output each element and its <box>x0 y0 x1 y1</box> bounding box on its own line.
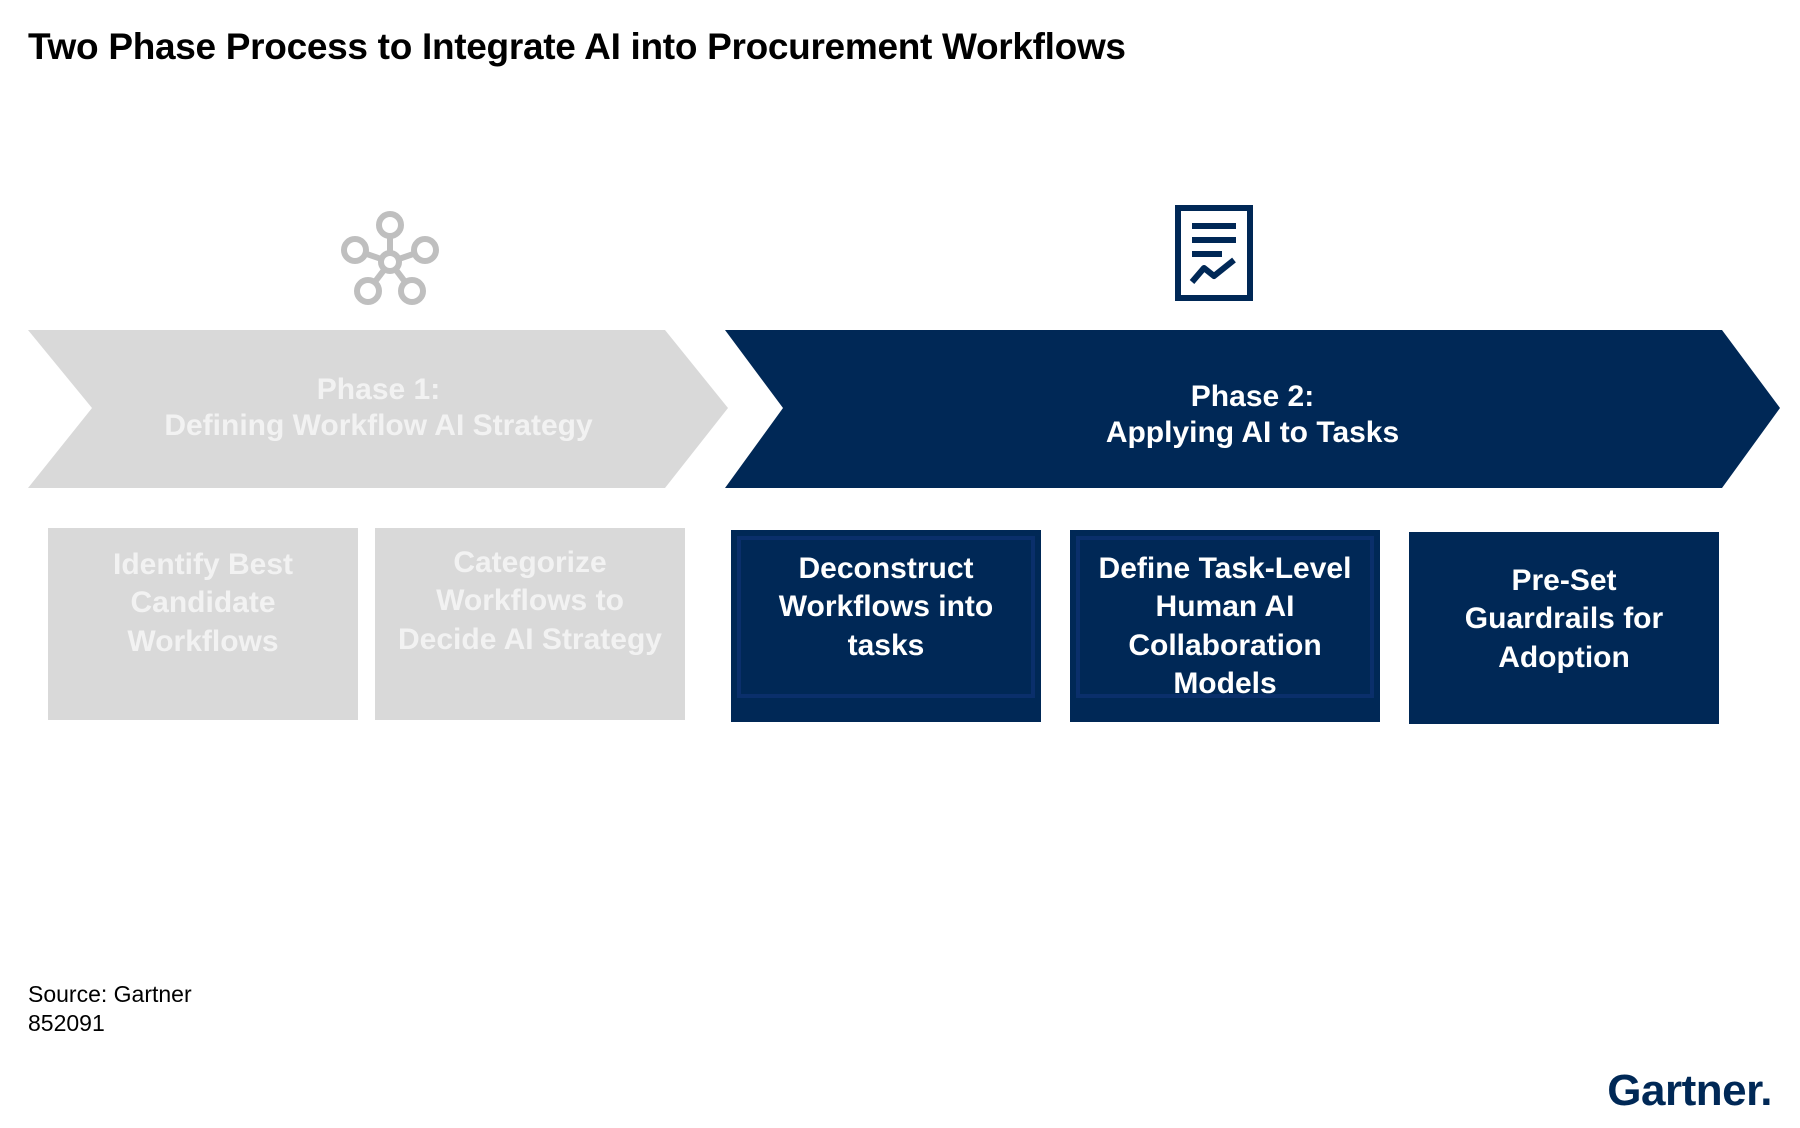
step-deconstruct-workflows: Deconstruct Workflows into tasks <box>731 530 1041 722</box>
phase-2-title: Phase 2: <box>1190 380 1315 413</box>
step-label: Pre-Set Guardrails for Adoption <box>1464 564 1664 674</box>
phase-1-label: Phase 1: Defining Workflow AI Strategy <box>92 330 665 485</box>
step-label: Categorize Workflows to Decide AI Strate… <box>398 546 662 656</box>
step-box-bg-1 <box>48 528 358 720</box>
source-note: Source: Gartner 852091 <box>28 980 192 1038</box>
step-categorize-workflows: Categorize Workflows to Decide AI Strate… <box>375 528 685 720</box>
step-box-bg-4 <box>1070 530 1380 722</box>
figure-id: 852091 <box>28 1009 105 1036</box>
source-text: Source: Gartner <box>28 981 192 1007</box>
step-box-inner-4 <box>1076 536 1374 698</box>
page-title: Two Phase Process to Integrate AI into P… <box>28 26 1126 67</box>
step-label: Deconstruct Workflows into tasks <box>778 552 994 662</box>
step-define-collaboration-models: Define Task-Level Human AI Collaboration… <box>1070 530 1380 722</box>
phase-1-subtitle: Defining Workflow AI Strategy <box>164 408 593 442</box>
phase-1-title: Phase 1: <box>316 372 441 406</box>
phase-2-subtitle: Applying AI to Tasks <box>1105 416 1400 449</box>
network-nodes-icon <box>341 211 439 305</box>
step-label: Identify Best Candidate Workflows <box>112 548 294 658</box>
step-preset-guardrails: Pre-Set Guardrails for Adoption <box>1409 532 1719 724</box>
phase-1-chevron <box>28 330 728 488</box>
step-box-bg-3 <box>731 530 1041 722</box>
step-box-bg-5 <box>1409 532 1719 724</box>
phase-2-label: Phase 2: Applying AI to Tasks <box>783 340 1722 490</box>
phase-2-chevron <box>725 330 1780 488</box>
gartner-logo: Gartner. <box>1607 1066 1772 1115</box>
step-box-inner-3 <box>737 536 1035 698</box>
step-label: Define Task-Level Human AI Collaboration… <box>1098 552 1352 701</box>
report-chart-document-icon <box>1175 205 1253 301</box>
step-box-bg-2 <box>375 528 685 720</box>
step-identify-candidates: Identify Best Candidate Workflows <box>48 528 358 720</box>
